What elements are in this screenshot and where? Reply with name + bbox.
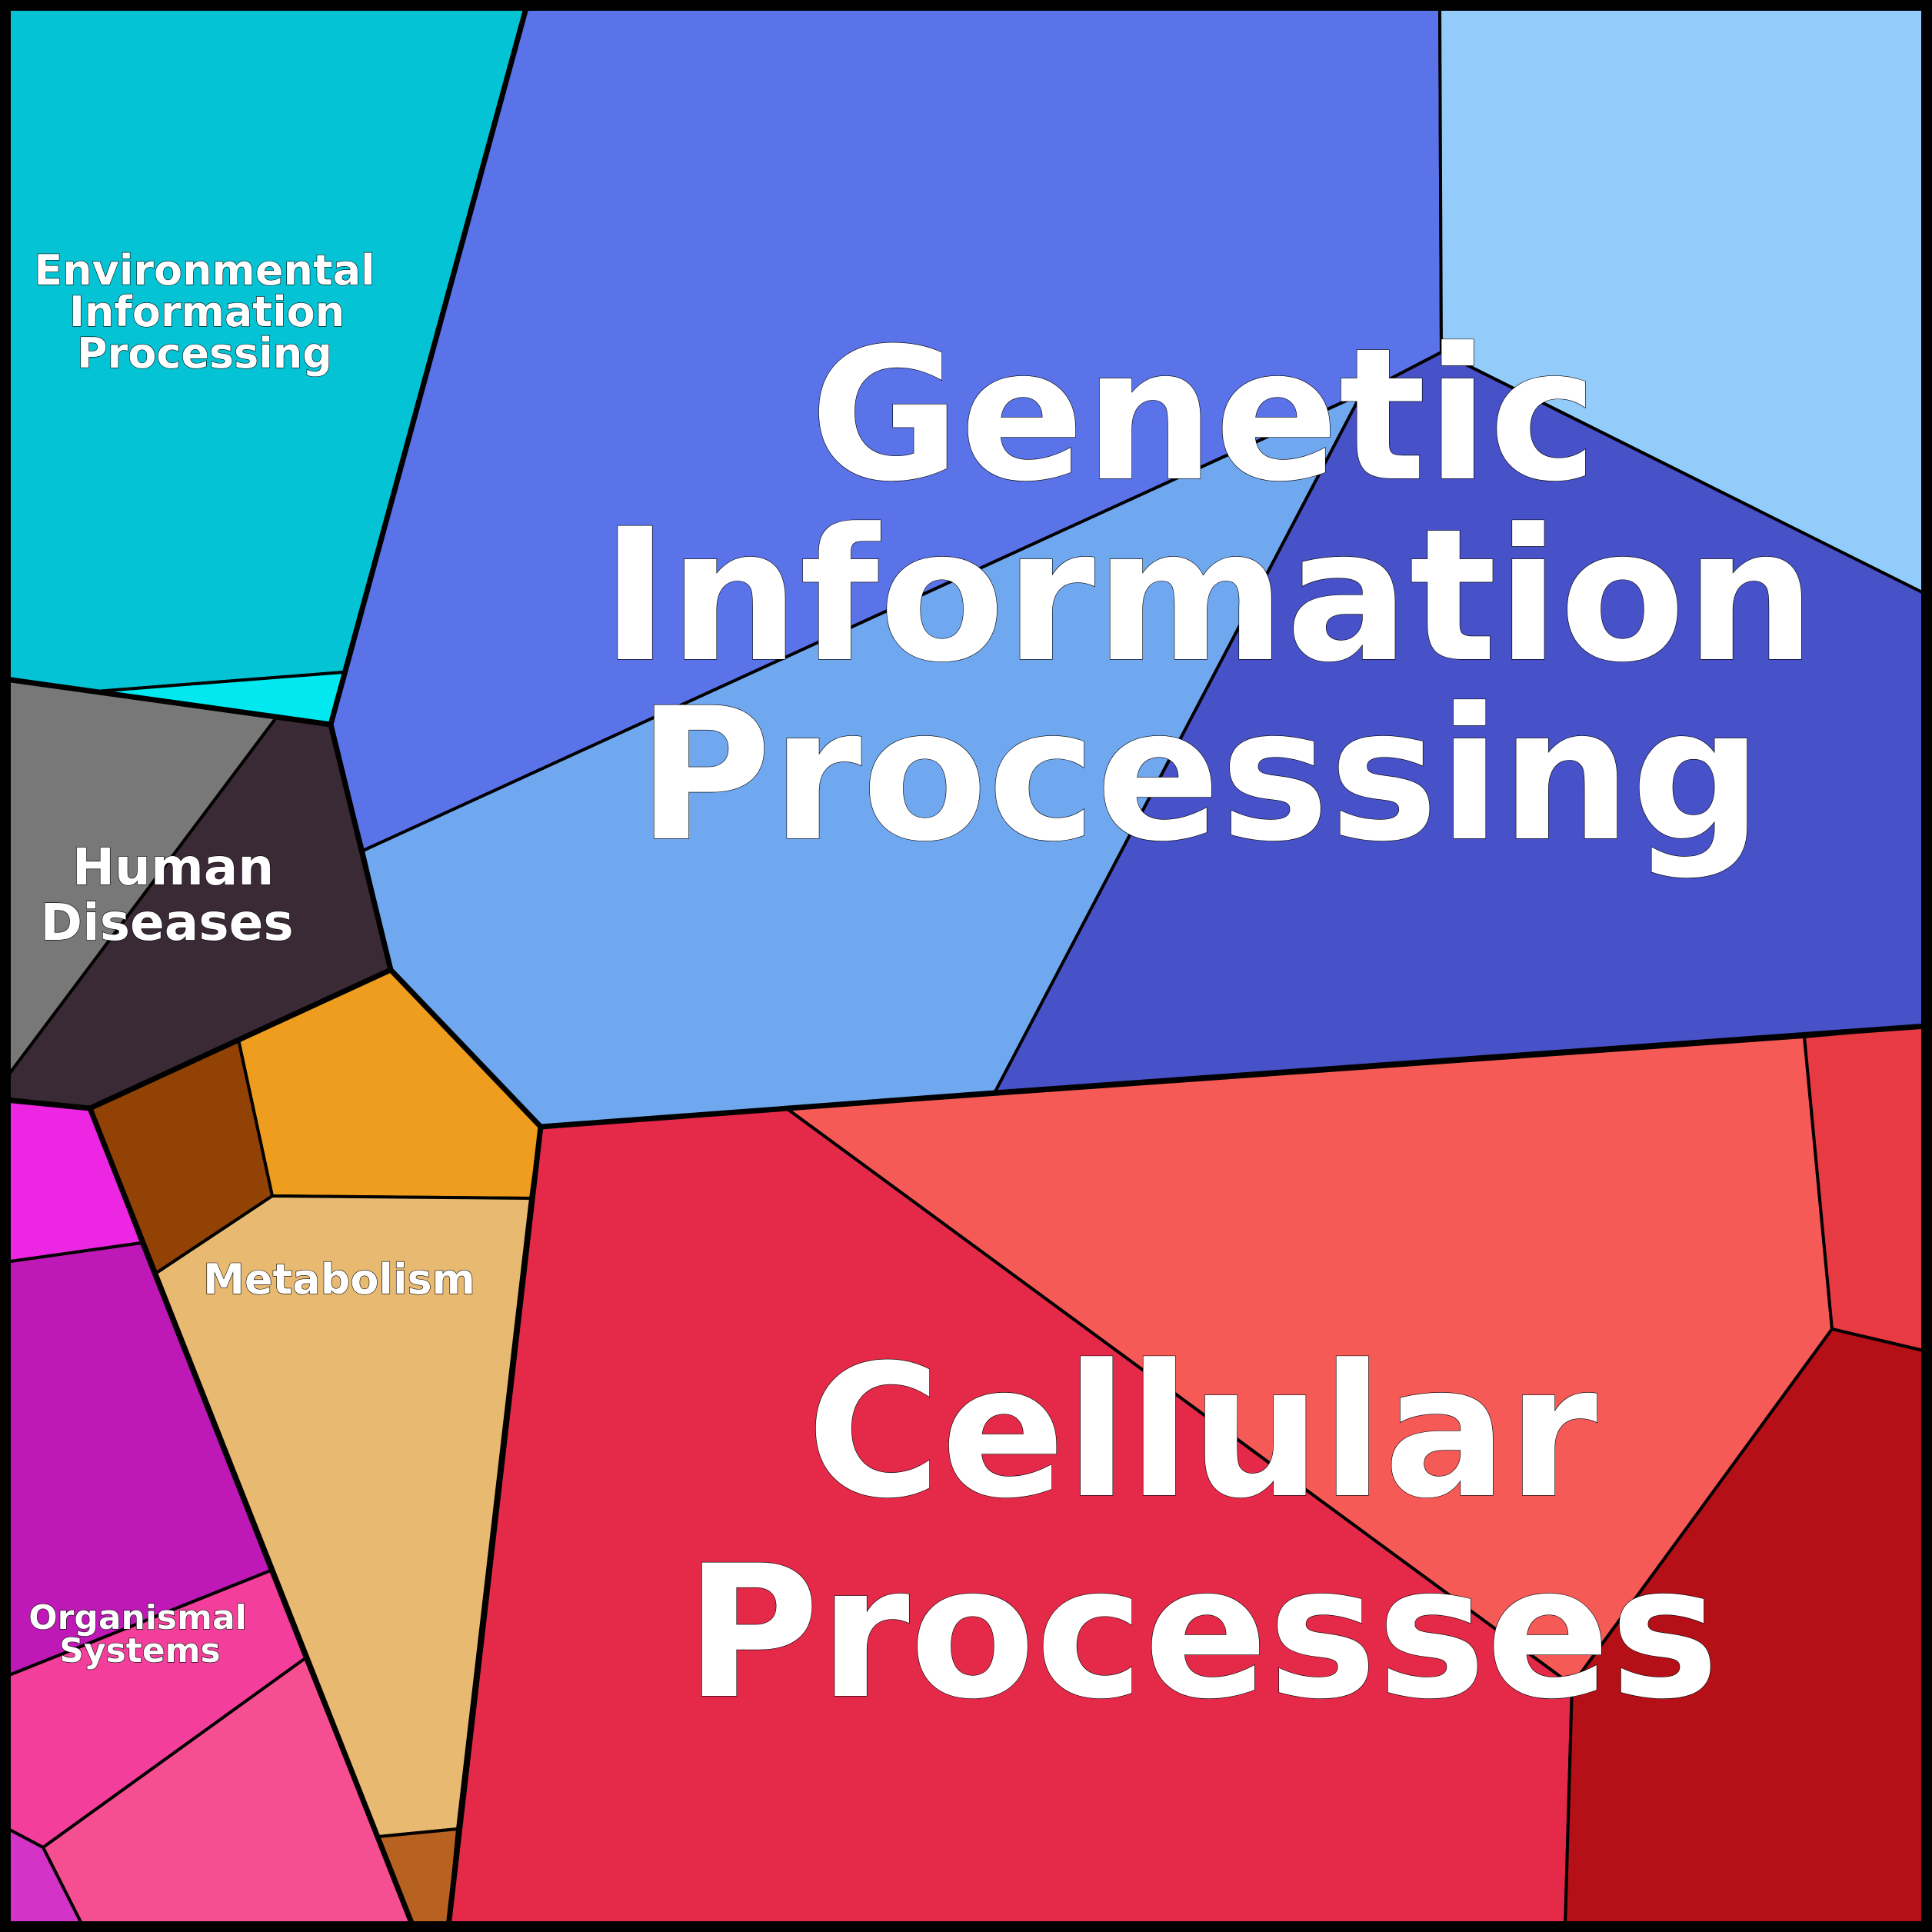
label-environmental-information-processing: Environmental Information Processing [34, 245, 376, 378]
group-genetic-information-processing [329, 4, 1928, 1128]
label-genetic-line-3: Processing [638, 669, 1763, 882]
label-metabolism: Metabolism [203, 1255, 475, 1304]
label-genetic-line-1: Genetic [810, 309, 1597, 522]
label-human-diseases-line-1: Human [72, 838, 275, 897]
label-environmental-line-3: Processing [77, 329, 332, 378]
label-environmental-line-1: Environmental [34, 246, 375, 295]
group-organismal-systems [4, 1098, 415, 1928]
group-boundaries [5, 5, 1927, 1928]
label-genetic-information-processing: Genetic Information Processing [601, 308, 1817, 882]
label-organismal-line-1: Organismal [28, 1598, 247, 1637]
label-environmental-line-2: Information [69, 288, 345, 336]
label-cellular-line-2: Processes [685, 1527, 1719, 1740]
label-organismal-line-2: Systems [59, 1631, 220, 1671]
label-organismal-systems: Organismal Systems [28, 1597, 248, 1671]
group-cellular-processes [447, 1024, 1928, 1928]
label-cellular-processes: Cellular Processes [685, 1325, 1719, 1740]
group-metabolism [88, 968, 542, 1928]
label-human-diseases-line-2: Diseases [40, 893, 293, 952]
label-human-diseases: Human Diseases [40, 837, 295, 952]
label-genetic-line-2: Information [601, 490, 1815, 703]
label-cellular-line-1: Cellular [807, 1326, 1597, 1539]
